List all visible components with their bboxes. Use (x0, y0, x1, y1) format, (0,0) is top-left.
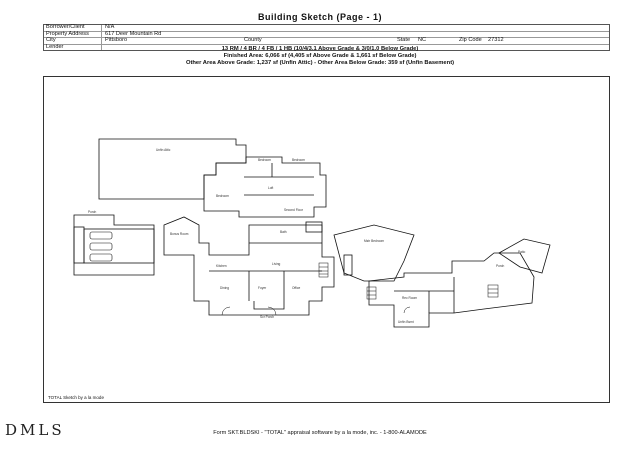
state-label: State (397, 37, 411, 43)
room-label-foyer: Foyer (258, 286, 267, 290)
summary-line-finished: Finished Area: 6,066 sf (4,405 sf Above … (223, 53, 417, 59)
room-label-second-floor: Second Floor (284, 208, 304, 212)
info-row-address: Property Address 617 Deer Mountain Rd (44, 30, 609, 38)
attic-outline (98, 138, 247, 200)
lender-label: Lender (44, 44, 102, 50)
room-label-bedroom-2: Bedroom (292, 158, 305, 162)
city-value: Pittsboro (105, 37, 128, 43)
zip-value: 27312 (488, 37, 504, 43)
room-label-loft: Loft (268, 186, 273, 190)
property-info-table: Borrower/Client N/A Property Address 617… (43, 24, 610, 51)
room-label-unfin-bsmt: Unfin Bsmt (398, 320, 414, 324)
sketch-frame: Unfin Attic Bedroom Bedroom Bedroom Loft… (43, 76, 610, 403)
room-label-bonus: Bonus Room (170, 232, 189, 236)
address-value: 617 Deer Mountain Rd (105, 30, 162, 37)
dmls-logo: DMLS (5, 421, 65, 439)
room-label-bedroom-1: Bedroom (258, 158, 271, 162)
patio-outline (498, 238, 551, 274)
state-value: NC (418, 37, 427, 43)
room-label-porch-left: Porch (88, 210, 97, 214)
page-title: Building Sketch (Page - 1) (257, 12, 382, 22)
room-label-unfin-attic: Unfin Attic (156, 148, 171, 152)
city-label: City (44, 37, 102, 44)
borrower-label: Borrower/Client (44, 24, 102, 31)
info-row-borrower: Borrower/Client N/A (44, 24, 609, 32)
front-porch-outline (253, 301, 285, 310)
zip-label: Zip Code (459, 37, 482, 43)
room-label-porch-right: Porch (496, 264, 505, 268)
room-label-dining: Dining (220, 286, 229, 290)
main-floor-outline (163, 216, 335, 316)
lower-level-outline (368, 252, 535, 328)
room-label-rec: Rec Room (402, 296, 417, 300)
county-label: County (244, 37, 262, 43)
room-label-office: Office (292, 286, 300, 290)
room-label-kitchen: Kitchen (216, 264, 227, 268)
room-label-bedroom-3: Bedroom (216, 194, 229, 198)
second-floor-outline (203, 156, 327, 218)
summary-line-other: Other Area Above Grade: 1,237 sf (Unfin … (185, 60, 455, 66)
left-porch-outline (73, 214, 155, 276)
summary-line-rooms: 13 RM / 4 BR / 4 FB / 1 HB (10/4/3.1 Abo… (221, 46, 419, 52)
area-summary: 13 RM / 4 BR / 4 FB / 1 HB (10/4/3.1 Abo… (0, 46, 640, 67)
master-wing-outline (333, 224, 415, 282)
room-label-living: Living (272, 262, 281, 266)
room-label-bath: Bath (280, 230, 287, 234)
borrower-value: N/A (105, 24, 115, 30)
info-row-city: City Pittsboro County State NC Zip Code … (44, 37, 609, 45)
room-label-master: Mstr Bedroom (364, 239, 384, 243)
info-row-lender: Lender (44, 44, 609, 50)
form-footer: Form SKT.BLDSKI - "TOTAL" appraisal soft… (213, 430, 427, 436)
sketch-credit: TOTAL Sketch by a la mode (48, 395, 104, 400)
address-label: Property Address (44, 31, 102, 37)
floor-plan-sketch: Unfin Attic Bedroom Bedroom Bedroom Loft… (73, 138, 551, 328)
room-label-scr-porch: Scr Porch (260, 315, 274, 319)
room-label-patio: Patio (518, 250, 525, 254)
